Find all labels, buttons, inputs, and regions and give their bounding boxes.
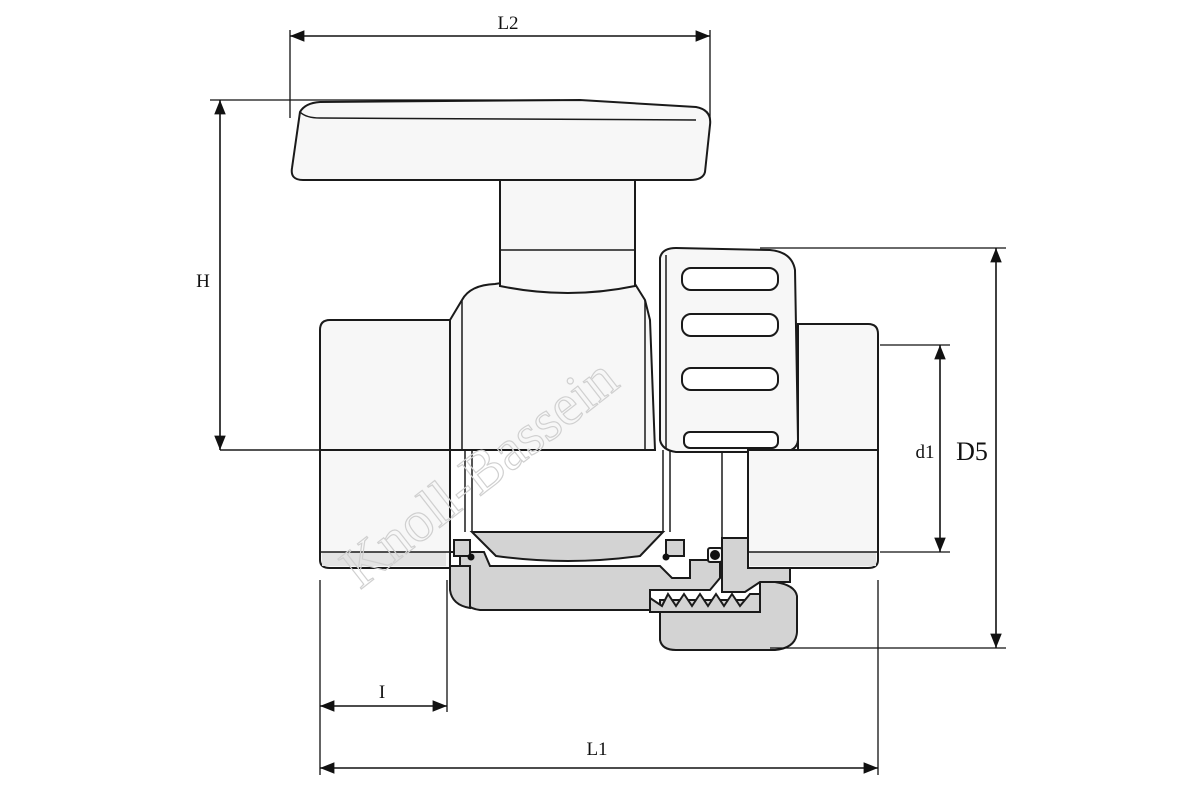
right-end-socket: [747, 323, 879, 569]
valve-handle: [290, 98, 712, 294]
label-d5: D5: [956, 437, 988, 466]
label-d1: d1: [916, 442, 935, 463]
dimension-lines: [210, 30, 1006, 775]
label-l2: L2: [497, 13, 518, 34]
label-l1: L1: [586, 739, 607, 760]
label-h: H: [196, 271, 210, 292]
label-i: I: [379, 682, 385, 703]
valve-body: [319, 278, 721, 611]
